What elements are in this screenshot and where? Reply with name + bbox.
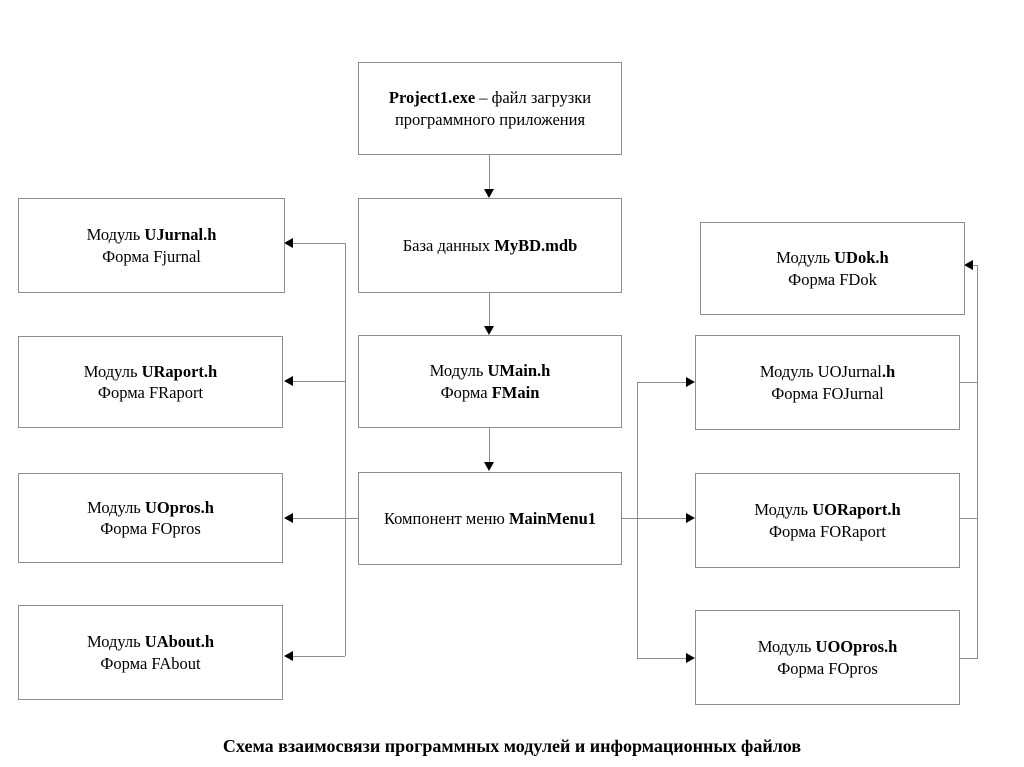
arrowhead-ujurnal [284, 238, 293, 248]
connector-umain-to-mainmenu [489, 428, 490, 463]
arrowhead-uopros [284, 513, 293, 523]
connector-bus-to-uoopros [637, 658, 687, 659]
node-uabout-line1: Модуль UAbout.h [86, 632, 215, 652]
node-uraport-line1: Модуль URaport.h [83, 361, 218, 381]
connector-bus-to-uoraport [637, 518, 687, 519]
node-uoraport-line1: Модуль UORaport.h [754, 500, 901, 520]
arrowhead-udok [964, 260, 973, 270]
arrowhead-umain-top [484, 326, 494, 335]
node-database[interactable]: База данных MyBD.mdb [358, 198, 622, 293]
node-uabout[interactable]: Модуль UAbout.h Форма FAbout [18, 605, 283, 700]
node-mainmenu-line1: Компонент меню MainMenu1 [383, 508, 597, 528]
node-mainmenu[interactable]: Компонент меню MainMenu1 [358, 472, 622, 565]
node-uoraport-line2: Форма FORaport [768, 521, 887, 541]
node-database-line1: База данных MyBD.mdb [402, 235, 578, 255]
connector-bus-to-ujurnal [292, 243, 345, 244]
node-udok[interactable]: Модуль UDok.h Форма FDok [700, 222, 965, 315]
arrowhead-uoopros [686, 653, 695, 663]
node-umain-line2: Форма FMain [440, 382, 540, 402]
connector-bus-to-uraport [292, 381, 345, 382]
node-uopros[interactable]: Модуль UOpros.h Форма FOpros [18, 473, 283, 563]
connector-return-bus [977, 265, 978, 658]
connector-bus-to-uabout [292, 656, 345, 657]
node-udok-line1: Модуль UDok.h [776, 248, 889, 268]
connector-database-to-umain [489, 293, 490, 327]
connector-bus-to-uojurnal [637, 382, 687, 383]
connector-uoraport-return [960, 518, 978, 519]
node-umain[interactable]: Модуль UMain.h Форма FMain [358, 335, 622, 428]
arrowhead-uraport [284, 376, 293, 386]
node-udok-line2: Форма FDok [788, 269, 877, 289]
arrowhead-uojurnal [686, 377, 695, 387]
node-ujurnal[interactable]: Модуль UJurnal.h Форма Fjurnal [18, 198, 285, 293]
node-uoopros[interactable]: Модуль UOOpros.h Форма FOpros [695, 610, 960, 705]
connector-uoopros-return [960, 658, 978, 659]
connector-left-bus [345, 243, 346, 656]
node-uojurnal-line1: Модуль UOJurnal.h [759, 362, 896, 382]
node-uoopros-line1: Модуль UOOpros.h [757, 637, 898, 657]
node-uoopros-line2: Форма FOpros [777, 658, 878, 678]
arrowhead-database-top [484, 189, 494, 198]
node-project-exe[interactable]: Project1.exe – файл загрузки программног… [358, 62, 622, 155]
node-uopros-line2: Форма FOpros [100, 519, 201, 538]
node-project-exe-line2: программного приложения [394, 109, 586, 129]
node-uopros-line1: Модуль UOpros.h [87, 497, 214, 517]
arrowhead-uoraport [686, 513, 695, 523]
arrowhead-mainmenu-top [484, 462, 494, 471]
connector-exe-to-database [489, 155, 490, 190]
node-uraport-line2: Форма FRaport [97, 383, 204, 402]
node-ujurnal-line2: Форма Fjurnal [102, 246, 201, 266]
connector-uojurnal-return [960, 382, 978, 383]
connector-mainmenu-right-stub [622, 518, 637, 519]
node-uoraport[interactable]: Модуль UORaport.h Форма FORaport [695, 473, 960, 568]
connector-right-bus [637, 382, 638, 658]
connector-return-to-udok [972, 265, 978, 266]
node-uabout-line2: Форма FAbout [100, 653, 201, 673]
diagram-caption: Схема взаимосвязи программных модулей и … [222, 736, 802, 756]
node-uraport[interactable]: Модуль URaport.h Форма FRaport [18, 336, 283, 428]
arrowhead-uabout [284, 651, 293, 661]
node-uojurnal[interactable]: Модуль UOJurnal.h Форма FOJurnal [695, 335, 960, 430]
connector-mainmenu-left-stub [345, 518, 359, 519]
node-uojurnal-line2: Форма FOJurnal [771, 383, 884, 403]
node-umain-line1: Модуль UMain.h [429, 361, 551, 381]
node-ujurnal-line1: Модуль UJurnal.h [86, 225, 217, 245]
connector-bus-to-uopros [292, 518, 345, 519]
node-project-exe-line1: Project1.exe – файл загрузки [388, 88, 592, 108]
